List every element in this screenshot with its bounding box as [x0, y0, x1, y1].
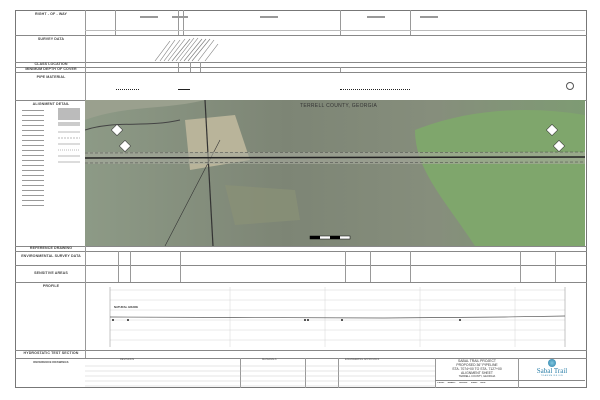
station-tick: [340, 10, 341, 35]
divider: [15, 67, 587, 68]
location: TERRELL COUNTY, GEORGIA: [458, 375, 496, 378]
sheet-label: SHEET:: [447, 382, 456, 384]
station-tick: [183, 10, 184, 35]
env-tick: [130, 251, 131, 282]
label-survey-data: SURVEY DATA: [37, 37, 65, 41]
divider: [240, 358, 241, 388]
station-range: STA. 7074+00 TO STA. 7127+00: [452, 367, 502, 371]
row-marker: [140, 16, 158, 18]
class-tick: [340, 67, 341, 72]
env-tick: [345, 251, 346, 282]
logo-emblem-icon: [548, 359, 556, 367]
station-tick: [178, 10, 179, 35]
label-profile: PROFILE: [42, 284, 60, 288]
station-tick: [115, 10, 116, 35]
row-marker: [260, 16, 278, 18]
divider: [15, 282, 587, 283]
divider: [518, 358, 519, 388]
dwg-label: DWG:: [470, 382, 478, 384]
pipeline-title: PROPOSED 36" PIPELINE: [456, 363, 498, 367]
divider: [435, 380, 585, 381]
pipeline-line: [85, 156, 585, 159]
label-alignment-detail: ALIGNMENT DETAIL: [32, 102, 70, 106]
env-tick: [370, 251, 371, 282]
title-block-fields: YEAR: SHEET: SCALE: DWG: REV:: [437, 382, 517, 384]
survey-annotations: [154, 37, 219, 62]
approvals-header: ENGINEERING APPROVALS: [345, 358, 380, 361]
divider: [15, 350, 587, 351]
label-reference-drawing: REFERENCE DRAWING: [29, 246, 73, 250]
env-tick: [520, 251, 521, 282]
profile-chart: [109, 287, 566, 347]
divider: [15, 72, 587, 73]
divider: [15, 62, 587, 63]
pipe-segment: [178, 89, 190, 90]
divider: [435, 358, 436, 388]
divider: [15, 246, 587, 247]
env-tick: [118, 251, 119, 282]
class-tick: [178, 62, 179, 72]
logo-sub: TRANSMISSION: [540, 375, 564, 377]
env-tick: [180, 251, 181, 282]
revisions-header: REVISIONS: [120, 358, 135, 361]
env-tick: [410, 251, 411, 282]
divider: [15, 251, 587, 252]
project-title: SABAL TRAIL PROJECT: [458, 359, 496, 363]
env-tick: [555, 251, 556, 282]
divider: [15, 35, 587, 36]
row-marker: [172, 16, 188, 18]
year-label: YEAR:: [437, 382, 445, 384]
class-tick: [190, 62, 191, 72]
company-logo: Sabal Trail TRANSMISSION: [520, 359, 584, 377]
label-pipe-material: PIPE MATERIAL: [36, 75, 66, 79]
logo-text: Sabal Trail: [536, 367, 568, 375]
station-tick: [410, 10, 411, 35]
label-right-of-way: RIGHT - OF - WAY: [34, 12, 67, 16]
divider: [15, 265, 587, 266]
class-tick: [200, 62, 201, 72]
pipe-segment: [340, 89, 410, 90]
scale-label: SCALE:: [458, 382, 468, 384]
alignment-legend: [22, 108, 80, 206]
label-sensitive: SENSITIVE AREAS: [34, 271, 68, 275]
north-arrow-icon: [566, 82, 574, 90]
divider: [338, 358, 339, 388]
aerial-map[interactable]: TERRELL COUNTY, GEORGIA: [85, 100, 585, 246]
table-grid: [85, 365, 435, 387]
drawing-border: [15, 10, 587, 388]
row-marker: [367, 16, 385, 18]
natural-grade-label: NATURAL GRADE: [114, 305, 139, 309]
label-hydro: HYDROSTATIC TEST SECTION: [23, 351, 79, 355]
materials-header: MATERIALS: [262, 358, 277, 361]
row-marker: [420, 16, 438, 18]
divider: [85, 30, 585, 31]
divider: [305, 358, 306, 388]
label-min-depth: MINIMUM DEPTH OF COVER: [25, 66, 77, 71]
sheet-type: ALIGNMENT SHEET: [461, 371, 493, 375]
title-block: SABAL TRAIL PROJECT PROPOSED 36" PIPELIN…: [437, 359, 517, 378]
pipe-segment: [116, 89, 139, 90]
label-environmental: ENVIRONMENTAL SURVEY DATA: [21, 254, 81, 258]
rev-label: REV:: [480, 382, 487, 384]
label-class-location: CLASS LOCATION: [34, 61, 68, 66]
divider: [15, 358, 587, 359]
county-label: TERRELL COUNTY, GEORGIA: [300, 103, 378, 109]
label-reference-drawings: REFERENCE DRAWINGS: [33, 360, 69, 364]
